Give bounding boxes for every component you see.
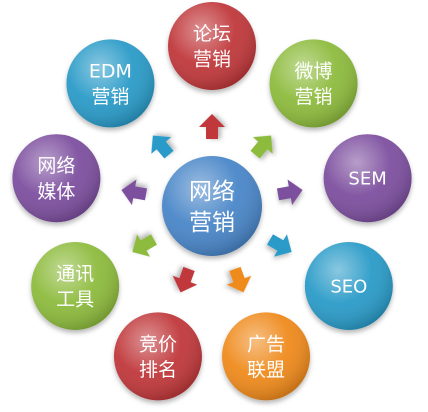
node-edm-label-line-1: 营销: [91, 86, 129, 108]
node-forum-label-line-1: 营销: [193, 49, 231, 71]
arrow-shape: [151, 135, 174, 159]
node-forum-label-line-0: 论坛: [193, 23, 231, 45]
node-bidding-label-line-1: 排名: [139, 359, 177, 381]
arrow-shape: [121, 179, 148, 206]
node-im-label-line-1: 工具: [56, 289, 94, 311]
node-ad-label-line-0: 广告: [247, 333, 285, 355]
node-media-label-line-0: 网络: [37, 155, 75, 177]
center-label-line-0: 网络: [189, 179, 235, 205]
node-seo-label-line-0: SEO: [330, 276, 367, 297]
node-im-sheen: [31, 242, 120, 330]
arrows-layer: [121, 114, 303, 293]
center-sheen: [162, 156, 262, 256]
node-bidding-sheen: [113, 312, 202, 401]
center-label-line-1: 营销: [189, 210, 235, 236]
node-weibo-sheen: [269, 39, 358, 128]
arrow-to-seo: [267, 234, 292, 257]
node-sem-sheen: [323, 134, 412, 223]
arrow-shape: [132, 234, 157, 257]
arrow-shape: [172, 266, 198, 293]
arrow-shape: [267, 234, 292, 257]
node-media-label-line-1: 媒体: [37, 181, 75, 203]
arrow-to-media: [121, 179, 148, 206]
node-ad-label-line-1: 联盟: [247, 359, 285, 381]
arrow-to-weibo: [250, 135, 273, 159]
node-im-label-line-0: 通讯: [56, 263, 94, 285]
arrow-shape: [250, 135, 273, 159]
node-seo: SEO: [304, 242, 393, 330]
node-edm-label-line-0: EDM: [89, 60, 132, 82]
node-edm-sheen: [66, 39, 155, 128]
node-edm: EDM 营销: [66, 39, 155, 128]
node-seo-sheen: [304, 242, 393, 330]
arrow-to-sem: [276, 179, 303, 206]
arrow-shape: [276, 179, 303, 206]
arrow-to-edm: [151, 135, 174, 159]
node-weibo-label-line-0: 微博: [295, 60, 333, 82]
node-bidding-label-line-0: 竞价: [139, 333, 177, 355]
arrow-to-bidding: [172, 266, 198, 293]
node-media-sheen: [12, 134, 101, 223]
arrow-to-ad: [226, 266, 252, 293]
node-ad-sheen: [222, 312, 311, 401]
node-sem-label-line-0: SEM: [348, 169, 386, 190]
node-weibo-label-line-1: 营销: [295, 86, 333, 108]
node-forum-sheen: [168, 2, 256, 90]
arrow-to-im: [132, 234, 157, 257]
node-sem: SEM: [323, 134, 412, 223]
arrow-shape: [199, 114, 225, 139]
arrow-shape: [226, 266, 252, 293]
arrow-to-forum: [199, 114, 225, 139]
